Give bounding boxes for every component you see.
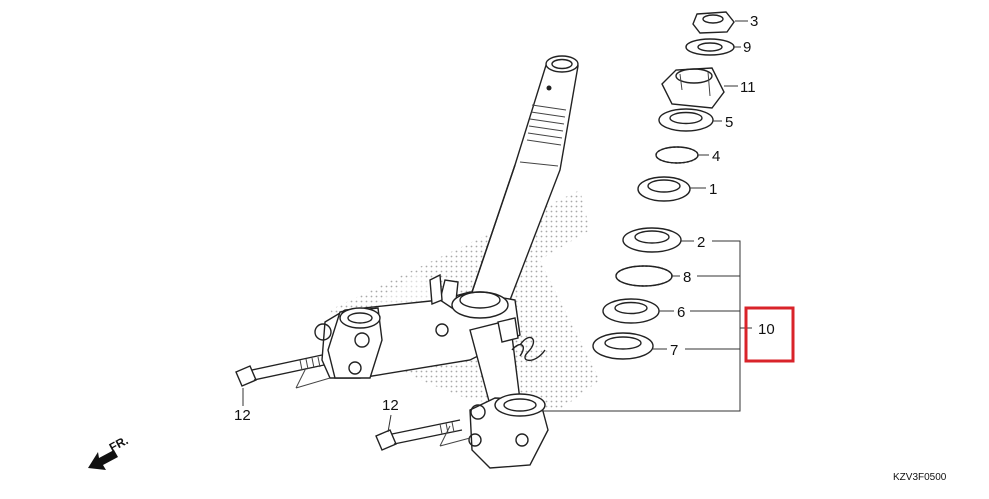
callout-6: 6 bbox=[677, 304, 685, 321]
highlight-box bbox=[744, 306, 795, 363]
callout-12-right: 12 bbox=[382, 397, 399, 414]
adjusting-nut-11 bbox=[661, 67, 738, 109]
ball-bearing-4 bbox=[655, 146, 709, 164]
callout-9: 9 bbox=[743, 39, 751, 56]
direction-label: FR. bbox=[107, 433, 131, 454]
callout-7: 7 bbox=[670, 342, 678, 359]
callout-4: 4 bbox=[712, 148, 720, 165]
fork-clamp bbox=[468, 393, 549, 469]
lock-washer-9 bbox=[685, 38, 741, 56]
kit-10-bracket bbox=[540, 240, 752, 412]
cone-race-6 bbox=[602, 298, 674, 324]
dust-seal-7 bbox=[592, 332, 667, 360]
callout-8: 8 bbox=[683, 269, 691, 286]
callout-11: 11 bbox=[740, 79, 756, 96]
diagram-code: KZV3F0500 bbox=[893, 472, 947, 483]
arrow-left-down-icon bbox=[88, 450, 118, 470]
callout-2: 2 bbox=[697, 234, 705, 251]
steering-stem-tube bbox=[469, 55, 579, 301]
callout-12-left: 12 bbox=[234, 407, 251, 424]
lower-bracket bbox=[314, 273, 546, 406]
callout-3: 3 bbox=[750, 13, 758, 30]
lock-nut-3 bbox=[692, 11, 748, 34]
bolt-12-left bbox=[235, 354, 331, 389]
ball-bearing-8 bbox=[615, 265, 680, 287]
front-direction-indicator: FR. bbox=[88, 433, 130, 470]
callout-10: 10 bbox=[758, 321, 775, 338]
callout-1: 1 bbox=[709, 181, 717, 198]
bolt-12-right bbox=[375, 419, 471, 451]
ball-race-2 bbox=[622, 227, 694, 253]
ball-race-1 bbox=[637, 176, 706, 202]
callout-5: 5 bbox=[725, 114, 733, 131]
cone-race-5 bbox=[658, 108, 722, 132]
